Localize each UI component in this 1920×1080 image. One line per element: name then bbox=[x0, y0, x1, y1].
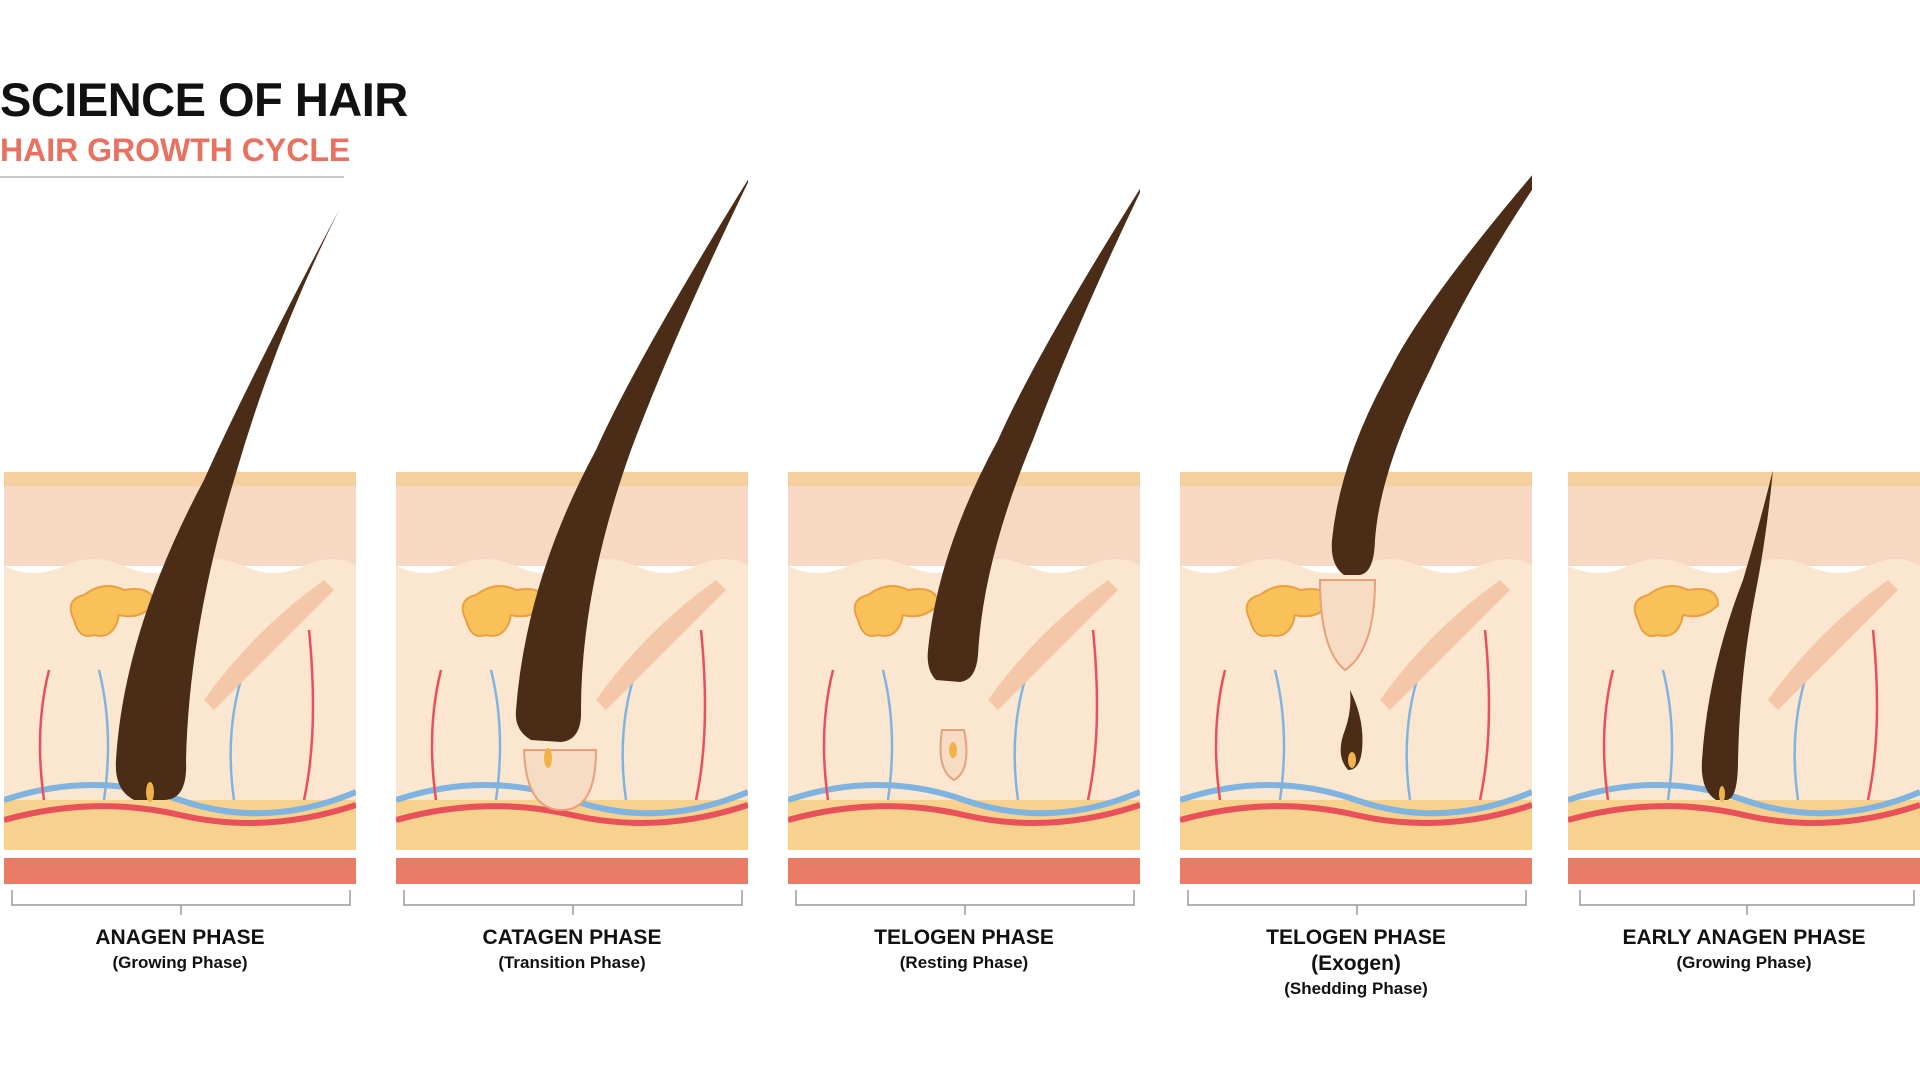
phase-label: ANAGEN PHASE (Growing Phase) bbox=[95, 926, 265, 972]
phase-label: TELOGEN PHASE (Exogen) (Shedding Phase) bbox=[1266, 926, 1446, 998]
hair-shaft-bulb bbox=[115, 210, 340, 800]
skin-layers bbox=[1568, 472, 1920, 884]
phase-label: TELOGEN PHASE (Resting Phase) bbox=[874, 926, 1054, 972]
telogen-skin-illustration bbox=[788, 188, 1140, 884]
arrector-muscle bbox=[1380, 580, 1510, 710]
phase-panel-catagen: CATAGEN PHASE (Transition Phase) bbox=[396, 110, 748, 1010]
arrector-muscle bbox=[988, 580, 1118, 710]
dermal-papilla bbox=[949, 742, 957, 758]
page-title: SCIENCE OF HAIR bbox=[0, 73, 408, 126]
dermal-papilla bbox=[1348, 752, 1356, 768]
arrector-muscle bbox=[596, 580, 726, 710]
arrector-muscle bbox=[204, 580, 334, 710]
phase-panel-anagen: ANAGEN PHASE (Growing Phase) bbox=[4, 110, 356, 1010]
catagen-skin-illustration bbox=[396, 179, 748, 884]
arrector-muscle bbox=[1768, 580, 1898, 710]
new-hair-shaft-bulb bbox=[1701, 470, 1773, 800]
blood-vessels bbox=[1180, 629, 1532, 826]
phase-panel-exogen: TELOGEN PHASE (Exogen) (Shedding Phase) bbox=[1180, 110, 1532, 1010]
exogen-skin-illustration bbox=[1180, 175, 1532, 884]
sebaceous-gland bbox=[1633, 585, 1720, 637]
blood-vessels bbox=[4, 629, 356, 826]
phase-panel-early-anagen: EARLY ANAGEN PHASE (Growing Phase) bbox=[1568, 110, 1920, 1010]
hair-shaft-bulb bbox=[515, 179, 748, 742]
empty-follicle bbox=[1318, 579, 1377, 672]
title-underline bbox=[0, 176, 344, 178]
new-hair-germ bbox=[1340, 690, 1363, 770]
shedding-hair bbox=[1331, 175, 1532, 575]
anagen-skin-illustration bbox=[4, 210, 356, 884]
dermal-papilla bbox=[544, 748, 552, 768]
phase-label: EARLY ANAGEN PHASE (Growing Phase) bbox=[1622, 926, 1866, 972]
page-subtitle: HAIR GROWTH CYCLE bbox=[0, 132, 351, 168]
hair-shaft-bulb bbox=[927, 188, 1140, 682]
phase-label: CATAGEN PHASE (Transition Phase) bbox=[482, 926, 662, 972]
shrinking-follicle bbox=[522, 749, 598, 812]
dermal-papilla bbox=[146, 782, 154, 802]
dermal-papilla bbox=[1719, 786, 1725, 802]
phase-panel-telogen: TELOGEN PHASE (Resting Phase) bbox=[788, 110, 1140, 1010]
early-anagen-skin-illustration bbox=[1568, 470, 1920, 884]
